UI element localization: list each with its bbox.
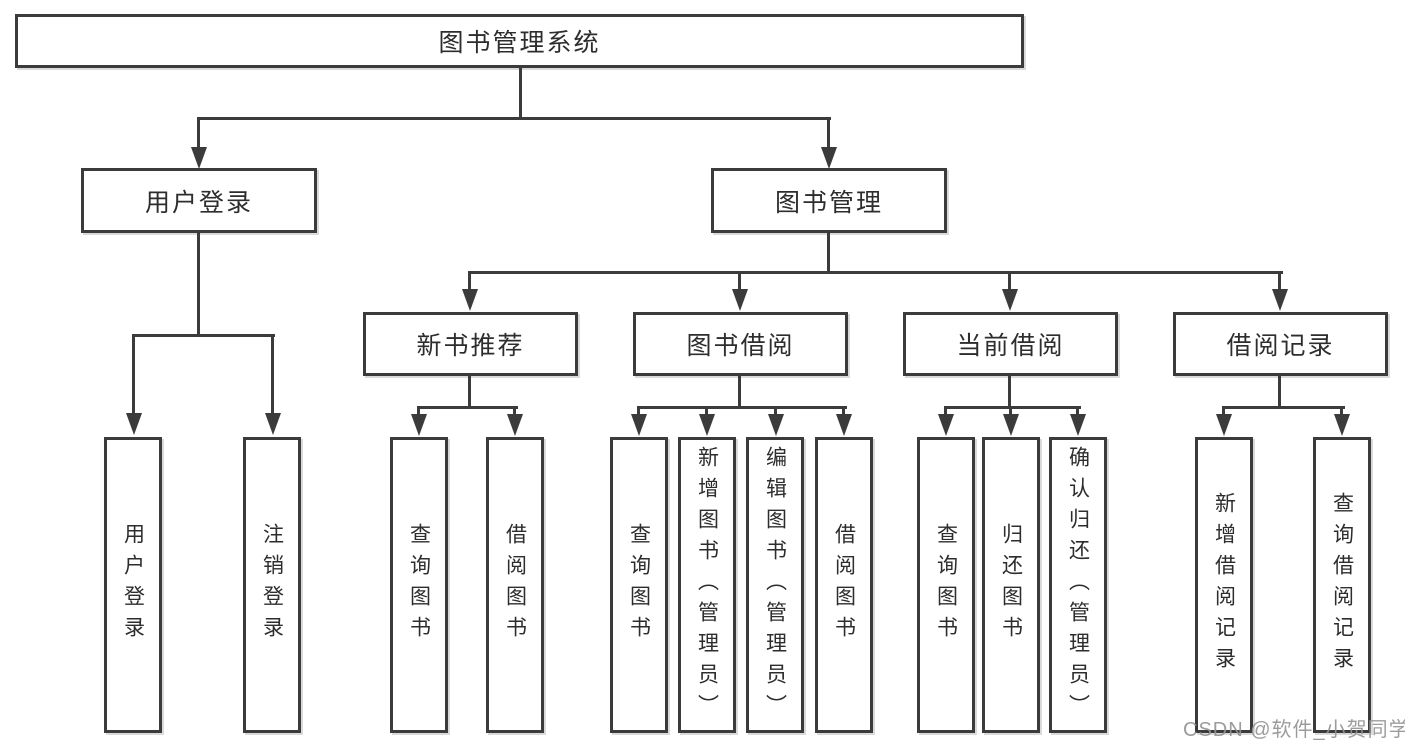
arrowhead-down-icon	[1272, 289, 1288, 311]
connector-vline	[1222, 406, 1225, 416]
leaf-borrow-books: 借阅图书	[815, 437, 873, 733]
connector-vline	[1009, 406, 1012, 416]
connector-vline	[637, 406, 640, 416]
connector-vline	[417, 406, 420, 416]
arrowhead-down-icon	[1070, 414, 1086, 436]
arrowhead-down-icon	[836, 414, 852, 436]
connector-vline	[468, 271, 471, 291]
leaf-query-books-current: 查询图书	[917, 437, 975, 733]
connector-hline	[637, 406, 847, 409]
arrowhead-down-icon	[462, 289, 478, 311]
watermark: CSDN @软件_小贺同学	[1183, 719, 1405, 741]
leaf-confirm-return-admin: 确认归还（管理员）	[1049, 437, 1107, 733]
connector-hline	[197, 117, 831, 120]
node-current-borrow: 当前借阅	[903, 312, 1118, 376]
arrowhead-down-icon	[1216, 414, 1232, 436]
connector-vline	[519, 68, 522, 120]
arrowhead-down-icon	[631, 414, 647, 436]
arrowhead-down-icon	[699, 414, 715, 436]
arrowhead-down-icon	[938, 414, 954, 436]
leaf-edit-books-admin: 编辑图书（管理员）	[746, 437, 804, 733]
leaf-logout: 注销登录	[243, 437, 301, 733]
connector-hline	[944, 406, 1081, 409]
arrowhead-down-icon	[191, 147, 207, 169]
connector-vline	[468, 376, 471, 409]
connector-vline	[1008, 376, 1011, 409]
connector-hline	[468, 271, 1283, 274]
node-new-book-recommend: 新书推荐	[363, 312, 578, 376]
connector-vline	[271, 334, 274, 414]
leaf-return-books: 归还图书	[982, 437, 1040, 733]
connector-vline	[705, 406, 708, 416]
arrowhead-down-icon	[768, 414, 784, 436]
connector-vline	[197, 233, 200, 337]
connector-vline	[774, 406, 777, 416]
connector-vline	[1278, 271, 1281, 291]
connector-vline	[1278, 376, 1281, 409]
arrowhead-down-icon	[821, 147, 837, 169]
arrowhead-down-icon	[265, 413, 281, 435]
leaf-user-login: 用户登录	[104, 437, 162, 733]
connector-vline	[827, 233, 830, 274]
node-book-borrow: 图书借阅	[633, 312, 848, 376]
connector-vline	[1340, 406, 1343, 416]
connector-vline	[513, 406, 516, 416]
connector-vline	[738, 376, 741, 409]
node-borrow-record: 借阅记录	[1173, 312, 1388, 376]
leaf-add-borrow-record: 新增借阅记录	[1195, 437, 1253, 733]
node-book-management: 图书管理	[711, 168, 947, 233]
arrowhead-down-icon	[1334, 414, 1350, 436]
connector-vline	[944, 406, 947, 416]
node-user-login: 用户登录	[81, 168, 317, 233]
leaf-query-books-recommend: 查询图书	[390, 437, 448, 733]
leaf-query-borrow-record: 查询借阅记录	[1313, 437, 1371, 733]
node-library-management-system: 图书管理系统	[15, 14, 1024, 68]
arrowhead-down-icon	[1002, 289, 1018, 311]
connector-vline	[827, 117, 830, 148]
connector-vline	[842, 406, 845, 416]
arrowhead-down-icon	[732, 289, 748, 311]
leaf-query-books-borrow: 查询图书	[610, 437, 668, 733]
connector-vline	[132, 334, 135, 414]
connector-vline	[197, 117, 200, 148]
arrowhead-down-icon	[411, 414, 427, 436]
leaf-add-books-admin: 新增图书（管理员）	[678, 437, 736, 733]
arrowhead-down-icon	[507, 414, 523, 436]
connector-vline	[738, 271, 741, 291]
arrowhead-down-icon	[1003, 414, 1019, 436]
connector-vline	[1008, 271, 1011, 291]
connector-vline	[1076, 406, 1079, 416]
leaf-borrow-books-recommend: 借阅图书	[486, 437, 544, 733]
connector-hline	[1222, 406, 1345, 409]
connector-hline	[132, 334, 275, 337]
connector-hline	[417, 406, 518, 409]
arrowhead-down-icon	[126, 413, 142, 435]
